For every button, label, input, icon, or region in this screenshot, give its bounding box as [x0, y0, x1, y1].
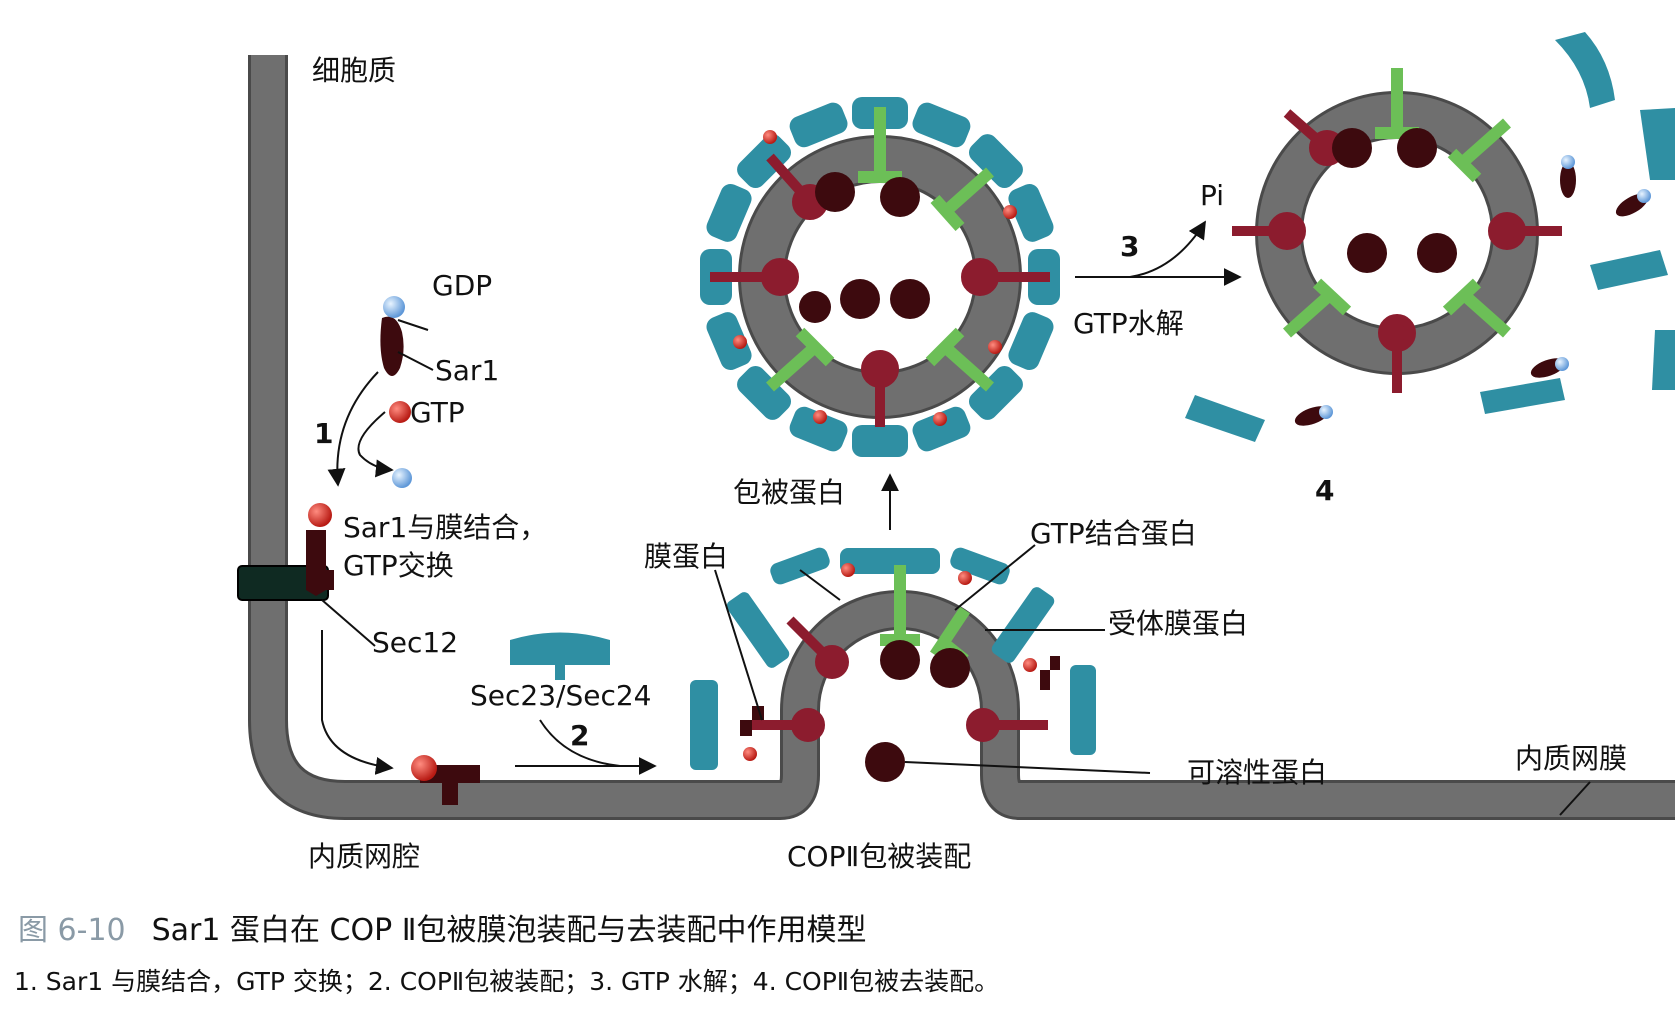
figure-title: Sar1 蛋白在 COP Ⅱ包被膜泡装配与去装配中作用模型 — [151, 913, 867, 948]
membrane-protein-marks — [752, 616, 1048, 742]
label-copii-assembly: COPⅡ包被装配 — [787, 840, 971, 873]
label-er-membrane: 内质网膜 — [1515, 742, 1627, 775]
leader-lines — [321, 319, 1591, 816]
coat-protein-pieces — [690, 547, 1096, 770]
label-coat-protein: 包被蛋白 — [733, 476, 845, 509]
label-er-lumen: 内质网腔 — [308, 840, 420, 873]
label-gtp: GTP — [410, 396, 465, 429]
gdp-released — [392, 468, 412, 488]
cargo-in-bud — [865, 640, 970, 782]
coated-vesicle — [700, 97, 1060, 457]
gtp-free — [389, 401, 411, 423]
label-gtp-hydrolysis: GTP水解 — [1073, 307, 1184, 340]
uncoated-vesicle — [1232, 68, 1562, 393]
label-gdp: GDP — [432, 269, 492, 302]
label-gtp-binding-protein: GTP结合蛋白 — [1030, 517, 1197, 550]
label-soluble-protein: 可溶性蛋白 — [1187, 756, 1327, 789]
step-3: 3 — [1120, 230, 1139, 263]
label-sec23-sec24: Sec23/Sec24 — [470, 679, 651, 712]
label-sec12: Sec12 — [372, 626, 458, 659]
label-membrane-protein: 膜蛋白 — [644, 540, 728, 573]
figure-number: 图 6-10 — [18, 913, 126, 948]
label-bind-line1: Sar1与膜结合， — [343, 511, 547, 544]
sar1-gtp-on-bud — [740, 563, 1060, 761]
step-4: 4 — [1315, 474, 1334, 507]
arrows — [321, 220, 1242, 775]
released-sar1-gdp — [1294, 155, 1651, 426]
sar1-gtp-on-er — [411, 755, 480, 805]
label-bind-line2: GTP交换 — [343, 549, 454, 582]
label-receptor-protein: 受体膜蛋白 — [1108, 607, 1248, 640]
label-pi: Pi — [1200, 179, 1224, 212]
er-membrane — [248, 55, 1675, 820]
figure-caption: 图 6-10 Sar1 蛋白在 COP Ⅱ包被膜泡装配与去装配中作用模型 — [18, 905, 867, 949]
step-2: 2 — [570, 719, 589, 752]
sec23-sec24-coat-free — [510, 632, 610, 680]
label-cytoplasm: 细胞质 — [312, 54, 396, 87]
sar1-gdp — [380, 296, 405, 376]
budding-vesicle — [690, 547, 1096, 782]
sar1-bound — [306, 503, 334, 596]
dissociated-coat-pieces — [1185, 32, 1675, 442]
step-1: 1 — [314, 417, 333, 450]
label-sar1: Sar1 — [435, 354, 499, 387]
figure-legend: 1. Sar1 与膜结合，GTP 交换；2. COPⅡ包被装配；3. GTP 水… — [14, 967, 1000, 996]
